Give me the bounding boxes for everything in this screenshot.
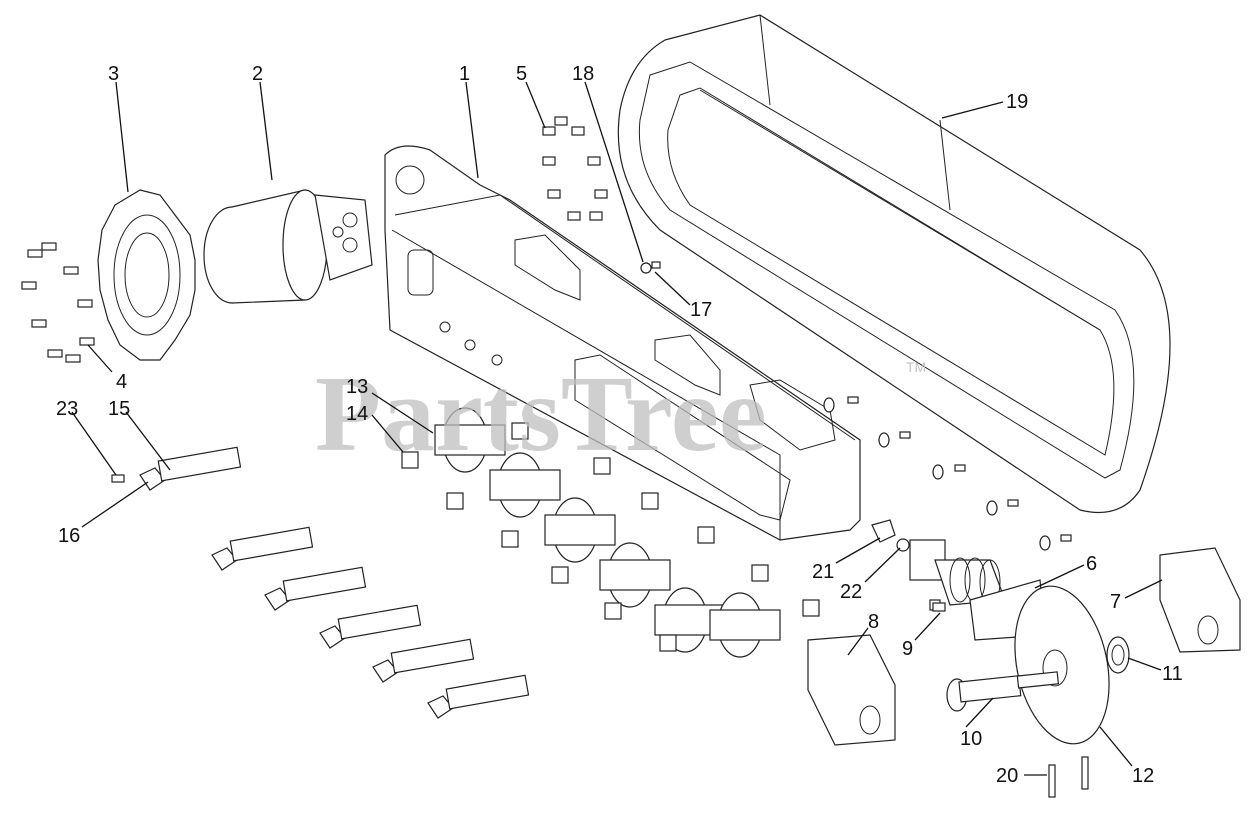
callout-22: 22	[840, 581, 862, 603]
sprocket-3[interactable]	[97, 189, 196, 361]
callout-19: 19	[1006, 91, 1028, 113]
callout-6: 6	[1086, 553, 1097, 575]
callout-13: 13	[346, 376, 368, 398]
axle-pins-15[interactable]	[139, 446, 530, 719]
callout-9: 9	[902, 638, 913, 660]
callout-2: 2	[252, 63, 263, 85]
callout-4: 4	[116, 371, 127, 393]
callout-15: 15	[108, 398, 130, 420]
callout-1: 1	[459, 63, 470, 85]
callout-3: 3	[108, 63, 119, 85]
callout-8: 8	[868, 611, 879, 633]
drive-motor-2[interactable]	[203, 189, 373, 304]
callout-12: 12	[1132, 765, 1154, 787]
watermark: PartsTree	[315, 355, 767, 474]
roll-pins-20[interactable]	[1048, 756, 1089, 798]
callout-20: 20	[996, 765, 1018, 787]
callout-labels: 1 2 3 4 5 6 7 8 9 10 11 12 13 14 15 16 1…	[56, 63, 1183, 787]
callout-11: 11	[1162, 663, 1183, 685]
track-frame-1[interactable]	[384, 145, 861, 541]
leader-lines	[71, 81, 1163, 776]
callout-21: 21	[812, 561, 834, 583]
callout-5: 5	[516, 63, 527, 85]
idler-wheel-12[interactable]	[1001, 577, 1122, 752]
sprocket-bolts-4[interactable]	[21, 242, 95, 363]
grease-fitting-21-22[interactable]	[871, 519, 910, 552]
watermark-trademark: TM	[906, 359, 926, 375]
end-plate-8[interactable]	[807, 634, 896, 746]
callout-16: 16	[58, 525, 80, 547]
callout-7: 7	[1110, 591, 1121, 613]
callout-14: 14	[346, 403, 368, 425]
callout-18: 18	[572, 63, 594, 85]
callout-23: 23	[56, 398, 78, 420]
frame-bolts-5[interactable]	[542, 116, 608, 221]
callout-10: 10	[960, 728, 982, 750]
bearing-11[interactable]	[1106, 636, 1130, 674]
track-belt-19[interactable]	[617, 14, 1171, 514]
bushings-14[interactable]	[401, 422, 820, 652]
shaft-10[interactable]	[946, 671, 1060, 712]
callout-17: 17	[690, 299, 712, 321]
washer-bolt-17-18[interactable]	[640, 261, 661, 274]
rollers-13[interactable]	[434, 407, 781, 658]
side-washers[interactable]	[823, 396, 1072, 551]
bolt-9[interactable]	[932, 602, 946, 612]
end-plate-7[interactable]	[1159, 547, 1241, 653]
small-bolt-23[interactable]	[111, 474, 125, 483]
